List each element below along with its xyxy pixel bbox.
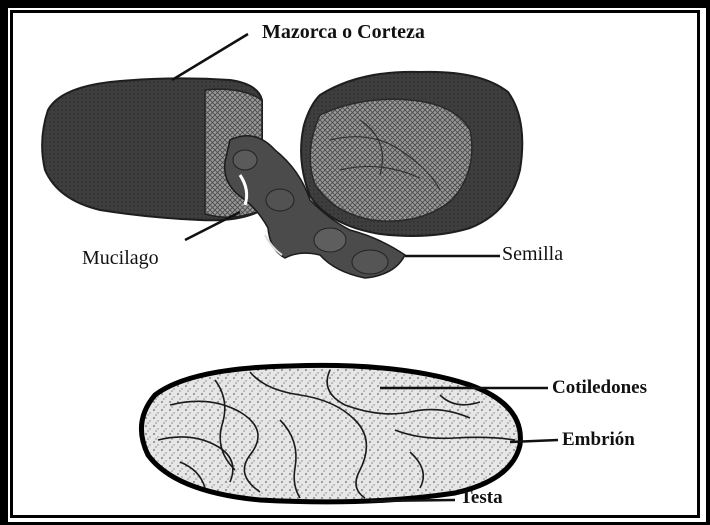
label-embryo: Embrión [562,430,635,449]
label-cotyledons: Cotiledones [552,378,647,397]
pod-husk-right [301,72,522,236]
label-mucilage: Mucilago [82,248,159,268]
label-husk: Mazorca o Corteza [262,22,425,42]
label-seed: Semilla [502,244,563,264]
bean-cross-section [141,365,520,501]
label-testa: Testa [460,488,503,507]
